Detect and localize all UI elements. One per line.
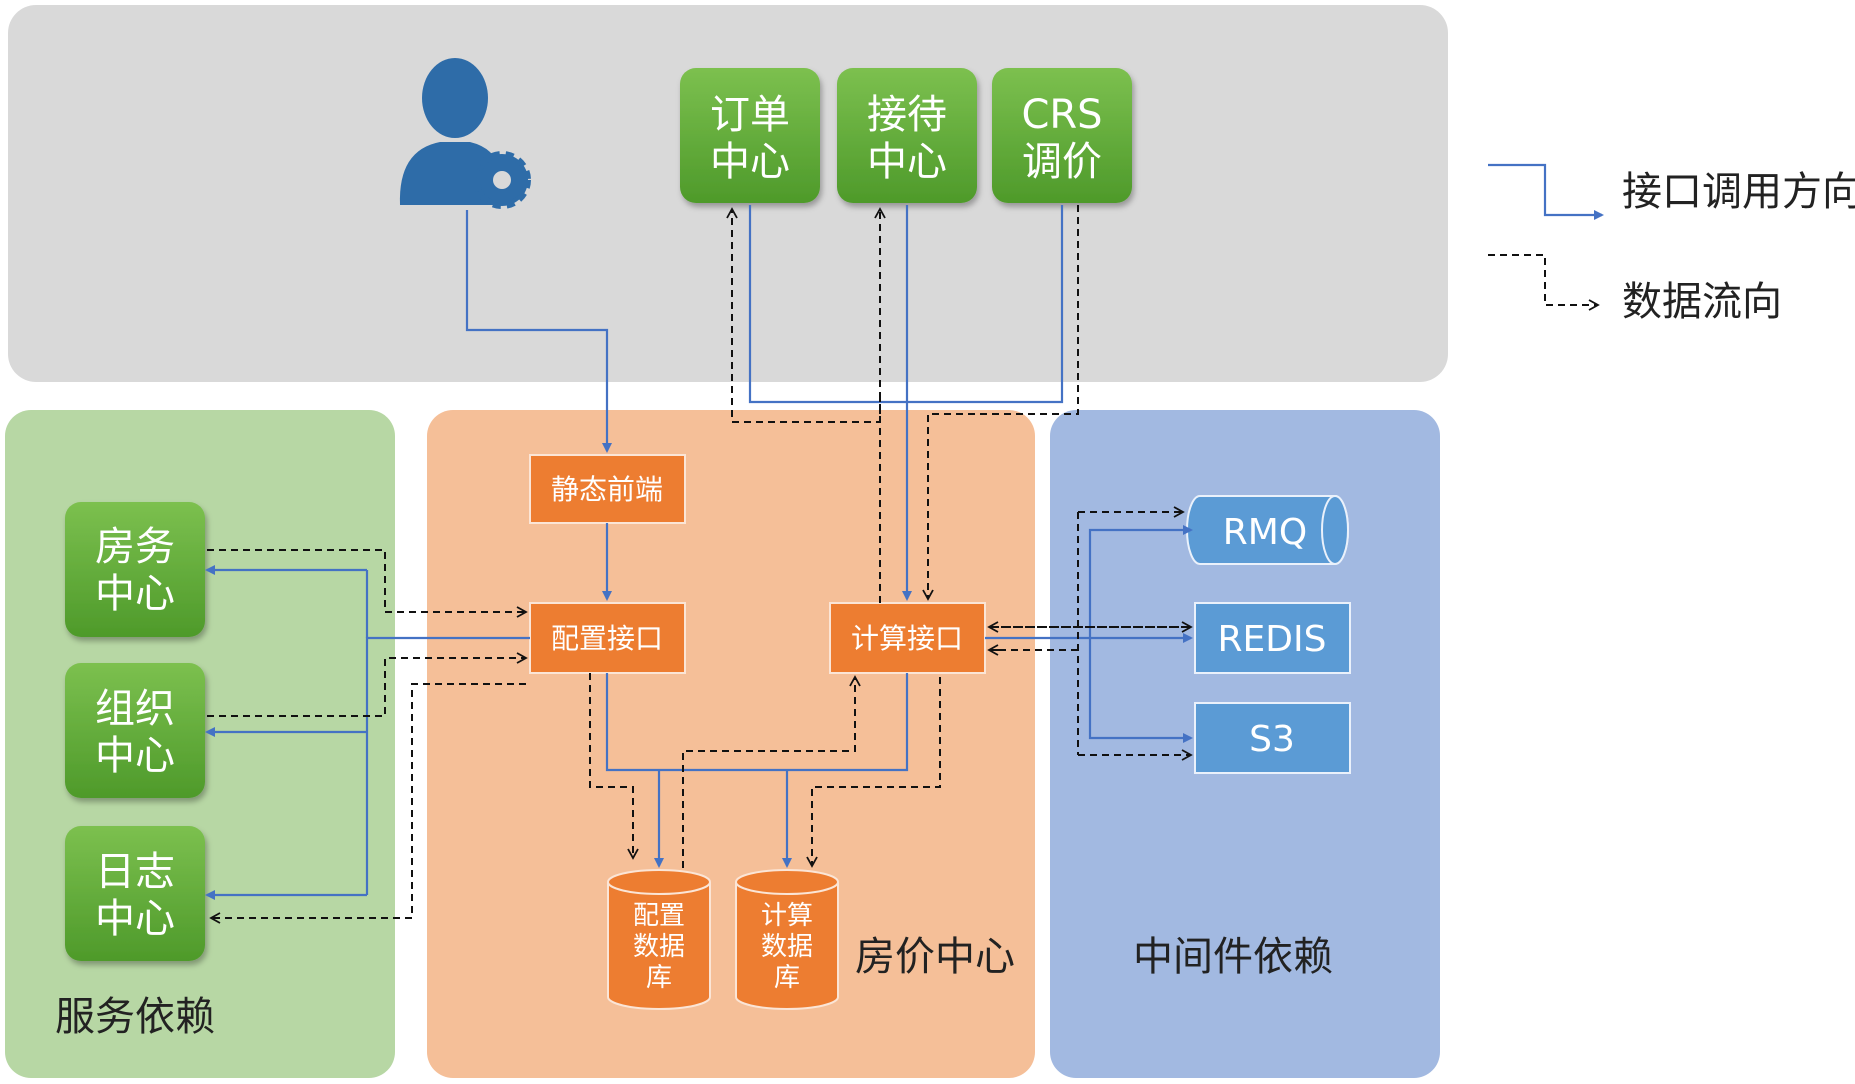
legend-flow-line (1488, 254, 1600, 311)
compute-api-box[interactable]: 计算接口 (829, 602, 986, 674)
rmq-label: RMQ (1223, 512, 1307, 553)
redis-box[interactable]: REDIS (1194, 602, 1351, 674)
redis-label: REDIS (1218, 619, 1327, 660)
compute-database[interactable]: 计算 数据 库 (735, 869, 839, 1010)
compute-db-line3: 库 (774, 963, 800, 993)
client-crs-price-adjust[interactable]: CRS 调价 (992, 68, 1132, 203)
config-api-box[interactable]: 配置接口 (529, 602, 686, 674)
compute-db-line2: 数据 (761, 932, 813, 962)
flow-compute-to-computedb (806, 677, 941, 868)
config-db-line1: 配置 (633, 901, 685, 931)
legend-call-line (1488, 163, 1604, 220)
call-compute-to-s3 (1088, 638, 1193, 743)
static-frontend-label: 静态前端 (551, 473, 663, 506)
room-price-zone-label: 房价中心 (855, 934, 1015, 980)
flow-housekeeping-to-config (207, 549, 528, 618)
service-log-line2: 中心 (95, 896, 175, 942)
config-database[interactable]: 配置 数据 库 (607, 869, 711, 1010)
client-order-center[interactable]: 订单 中心 (680, 68, 820, 203)
client-order-center-line2: 中心 (710, 139, 790, 185)
service-housekeeping-line2: 中心 (95, 571, 175, 617)
config-api-label: 配置接口 (551, 622, 663, 655)
flow-config-to-configdb (589, 673, 639, 860)
s3-label: S3 (1249, 719, 1295, 760)
data-flow-lines (207, 205, 1193, 924)
service-log-center[interactable]: 日志 中心 (65, 826, 205, 961)
client-crs-line1: CRS (1021, 92, 1102, 138)
config-db-line2: 数据 (633, 932, 685, 962)
call-admin-to-frontend (465, 210, 612, 453)
service-zone-label: 服务依赖 (55, 994, 215, 1040)
compute-db-line1: 计算 (761, 901, 813, 931)
service-organization-line1: 组织 (95, 686, 175, 732)
room-price-center-zone (427, 410, 1035, 1078)
rmq-queue[interactable]: RMQ (1186, 495, 1349, 565)
call-compute-to-rmq (1088, 525, 1193, 638)
config-db-line3: 库 (646, 963, 672, 993)
legend: 接口调用方向 数据流向 (1488, 163, 1855, 325)
client-reception-center-line1: 接待 (867, 92, 947, 138)
client-order-center-line1: 订单 (710, 92, 790, 138)
client-reception-center-line2: 中心 (867, 139, 947, 185)
legend-call-label: 接口调用方向 (1622, 169, 1855, 215)
legend-flow-label: 数据流向 (1622, 279, 1782, 325)
call-lines (205, 205, 1193, 900)
service-organization-center[interactable]: 组织 中心 (65, 663, 205, 798)
service-organization-line2: 中心 (95, 733, 175, 779)
client-reception-center[interactable]: 接待 中心 (837, 68, 977, 203)
service-housekeeping-line1: 房务 (95, 524, 175, 570)
flow-config-to-log (209, 683, 526, 924)
call-config-to-dbbus (605, 673, 909, 772)
user-gear-icon (399, 58, 531, 209)
service-housekeeping-center[interactable]: 房务 中心 (65, 502, 205, 637)
client-crs-line2: 调价 (1022, 139, 1102, 185)
flow-configdb-to-compute (682, 675, 861, 868)
service-log-line1: 日志 (95, 849, 175, 895)
s3-box[interactable]: S3 (1194, 702, 1351, 774)
flow-middleware-to-compute (989, 512, 1079, 755)
static-frontend-box[interactable]: 静态前端 (529, 454, 686, 524)
middleware-zone-label: 中间件依赖 (1133, 934, 1333, 980)
flow-organization-to-config (207, 652, 528, 717)
compute-api-label: 计算接口 (851, 622, 963, 655)
